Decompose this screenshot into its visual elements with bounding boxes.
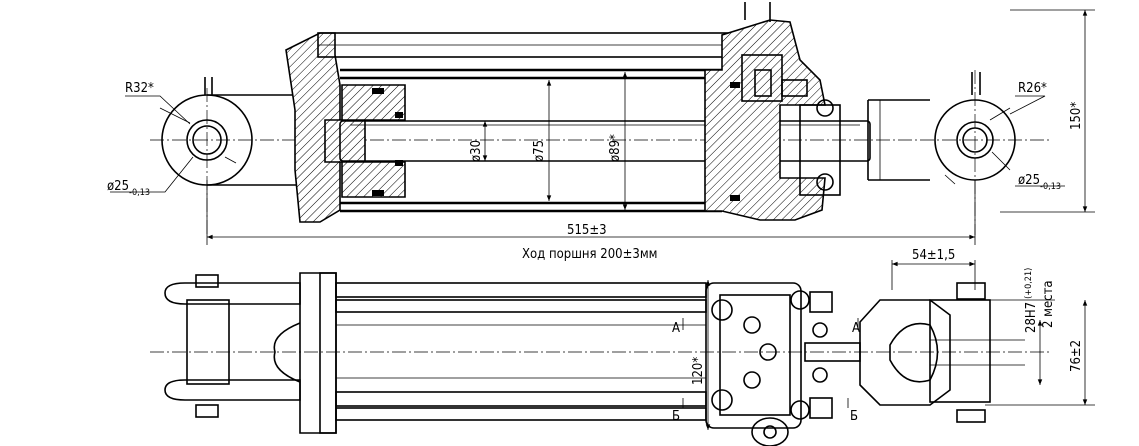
- label-pin-left: ø25-0,13: [107, 179, 150, 198]
- front-cap: [704, 2, 841, 221]
- label-piston-dia: ø75: [532, 140, 547, 162]
- label-pin-right: ø25-0,13: [1018, 173, 1061, 192]
- label-length: 515±3: [567, 223, 607, 238]
- label-width: 76±2: [1069, 340, 1084, 372]
- dimensions-bottom: [682, 260, 1095, 408]
- left-eye-lug: [159, 77, 301, 235]
- rear-flange: [299, 272, 337, 434]
- label-section-b-left: Б: [672, 409, 680, 424]
- label-section-a-right: А: [852, 321, 860, 336]
- label-stroke: Ход поршня 200±3мм: [522, 247, 658, 262]
- label-height: 150*: [1069, 102, 1084, 130]
- label-r-left: R32*: [125, 81, 154, 96]
- label-rod-dia: ø30: [469, 140, 484, 162]
- section-view: [110, 2, 1095, 245]
- dimensions-top: [110, 9, 1095, 245]
- label-section-b-right: Б: [850, 409, 858, 424]
- label-port-spacing: 120*: [691, 357, 706, 385]
- label-thread: 28H7(+0,21): [1024, 268, 1039, 333]
- tie-rods: [335, 282, 707, 421]
- label-r-right: R26*: [1018, 81, 1047, 96]
- rod-end-eye: [859, 282, 1025, 423]
- left-clevis: [164, 274, 301, 418]
- front-block: [705, 279, 861, 446]
- label-offset: 54±1,5: [912, 248, 955, 263]
- label-barrel-dia: ø89*: [608, 134, 623, 162]
- barrel: [317, 32, 743, 213]
- plan-view: [150, 260, 1095, 446]
- label-section-a-left: А: [672, 321, 680, 336]
- labels: R32* R26* ø25-0,13 ø25-0,13 ø30 ø75 ø89*…: [107, 81, 1084, 424]
- label-places: 2 места: [1041, 280, 1056, 328]
- rear-cap: [285, 32, 406, 223]
- piston-rod: [339, 120, 871, 162]
